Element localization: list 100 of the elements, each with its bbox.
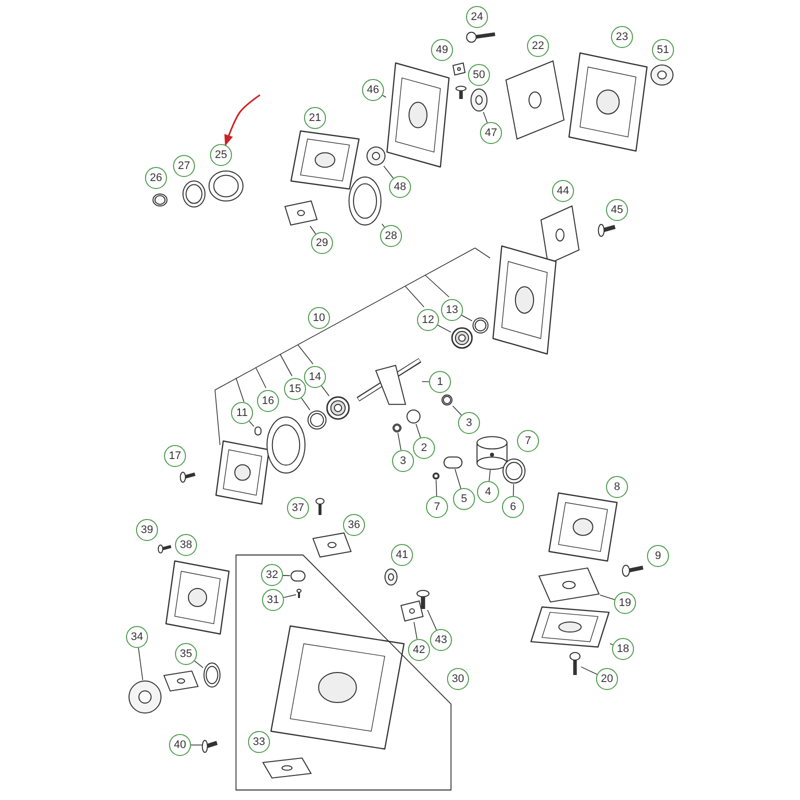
callout-number: 41 [391, 544, 413, 566]
leader-line [300, 398, 310, 410]
leader-line [427, 610, 437, 630]
bushing-drawing [406, 409, 421, 424]
callout-number: 18 [612, 638, 634, 660]
bracket-drawing [400, 600, 424, 622]
leader-line [414, 622, 418, 640]
callout-number: 7 [517, 430, 539, 452]
leader-line [398, 432, 402, 451]
circlip-drawing [432, 472, 440, 480]
callout-number: 8 [606, 476, 628, 498]
leader-line [138, 648, 144, 680]
callout-number: 47 [480, 122, 502, 144]
piston-pin-drawing [443, 456, 463, 469]
callout-number: 15 [284, 378, 306, 400]
callout-number: 5 [453, 488, 475, 510]
callout-number: 39 [136, 519, 158, 541]
callout-number: 26 [145, 167, 167, 189]
arrow [224, 94, 260, 146]
leader-line [283, 594, 296, 598]
callout-number: 51 [652, 39, 674, 61]
callout-number: 29 [311, 232, 333, 254]
callout-number: 1 [429, 371, 451, 393]
callout-number: 44 [552, 180, 574, 202]
needle-cage-drawing [441, 394, 453, 406]
callout-number: 4 [477, 481, 499, 503]
leader-line [437, 324, 452, 333]
leader-line [452, 406, 462, 416]
leader-line [610, 643, 614, 646]
leader-line [382, 223, 385, 228]
leader-line [580, 666, 598, 675]
muffler-drawing [530, 606, 610, 648]
ball-bearing-drawing [451, 327, 473, 349]
callout-number: 34 [126, 626, 148, 648]
callout-number: 25 [210, 144, 232, 166]
callout-number: 2 [413, 437, 435, 459]
callout-number: 43 [430, 629, 452, 651]
leader-line [310, 226, 316, 234]
leader-line [321, 385, 330, 396]
leader-line [600, 594, 615, 600]
callout-number: 35 [175, 643, 197, 665]
intake-boot-drawing [348, 176, 382, 226]
piston-ring-drawing [502, 458, 526, 484]
callout-number: 46 [362, 79, 384, 101]
leader-line [512, 484, 514, 496]
leader-line [383, 166, 394, 179]
callout-number: 28 [380, 225, 402, 247]
leader-line [416, 424, 421, 438]
primer-bulb-drawing [366, 146, 386, 166]
callout-number: 49 [431, 39, 453, 61]
leader-line [422, 381, 430, 382]
callout-number: 7 [426, 496, 448, 518]
ball-bearing-drawing [326, 396, 350, 420]
callout-number: 33 [248, 731, 270, 753]
callout-number: 3 [392, 450, 414, 472]
leader-line [488, 470, 491, 482]
callout-number: 36 [343, 514, 365, 536]
leader-line [436, 480, 438, 496]
leader-line [194, 660, 204, 668]
bolt-drawing [416, 590, 430, 610]
bolt-drawing [569, 652, 581, 676]
callout-number: 40 [169, 734, 191, 756]
callout-number: 9 [647, 545, 669, 567]
filter-cup-drawing [470, 88, 488, 112]
callout-number: 6 [502, 496, 524, 518]
callout-number: 30 [447, 668, 469, 690]
callout-number: 13 [441, 299, 463, 321]
callout-number: 48 [389, 176, 411, 198]
piston-drawing [476, 436, 508, 470]
leader-line [461, 314, 472, 322]
oil-seal-drawing [307, 410, 327, 430]
lever-drawing [284, 200, 318, 226]
callout-number: 27 [173, 155, 195, 177]
air-filter-housing-drawing [386, 62, 450, 168]
callout-number: 38 [175, 534, 197, 556]
callout-number: 20 [596, 668, 618, 690]
callout-number: 24 [466, 6, 488, 28]
callout-number: 42 [408, 639, 430, 661]
washer-drawing [392, 423, 402, 433]
callout-number: 11 [231, 402, 253, 424]
callout-number: 50 [468, 64, 490, 86]
leader-line [454, 468, 462, 489]
crankshaft-drawing [356, 355, 422, 407]
starter-pulley-drawing [128, 680, 162, 714]
dowel-pin-drawing [254, 426, 262, 436]
callout-number: 23 [611, 26, 633, 48]
leader-line [382, 94, 386, 98]
ring-drawing [203, 662, 221, 688]
callout-number: 14 [304, 366, 326, 388]
screw-drawing [202, 738, 218, 752]
leader-line [248, 420, 254, 427]
callout-number: 17 [164, 445, 186, 467]
screw-drawing [296, 589, 302, 599]
leader-line [482, 112, 488, 124]
callout-number: 32 [261, 564, 283, 586]
callout-number: 16 [257, 390, 279, 412]
leader-line [282, 575, 290, 576]
cap-drawing [290, 570, 306, 582]
oil-seal-drawing [472, 317, 489, 334]
callout-number: 22 [527, 35, 549, 57]
